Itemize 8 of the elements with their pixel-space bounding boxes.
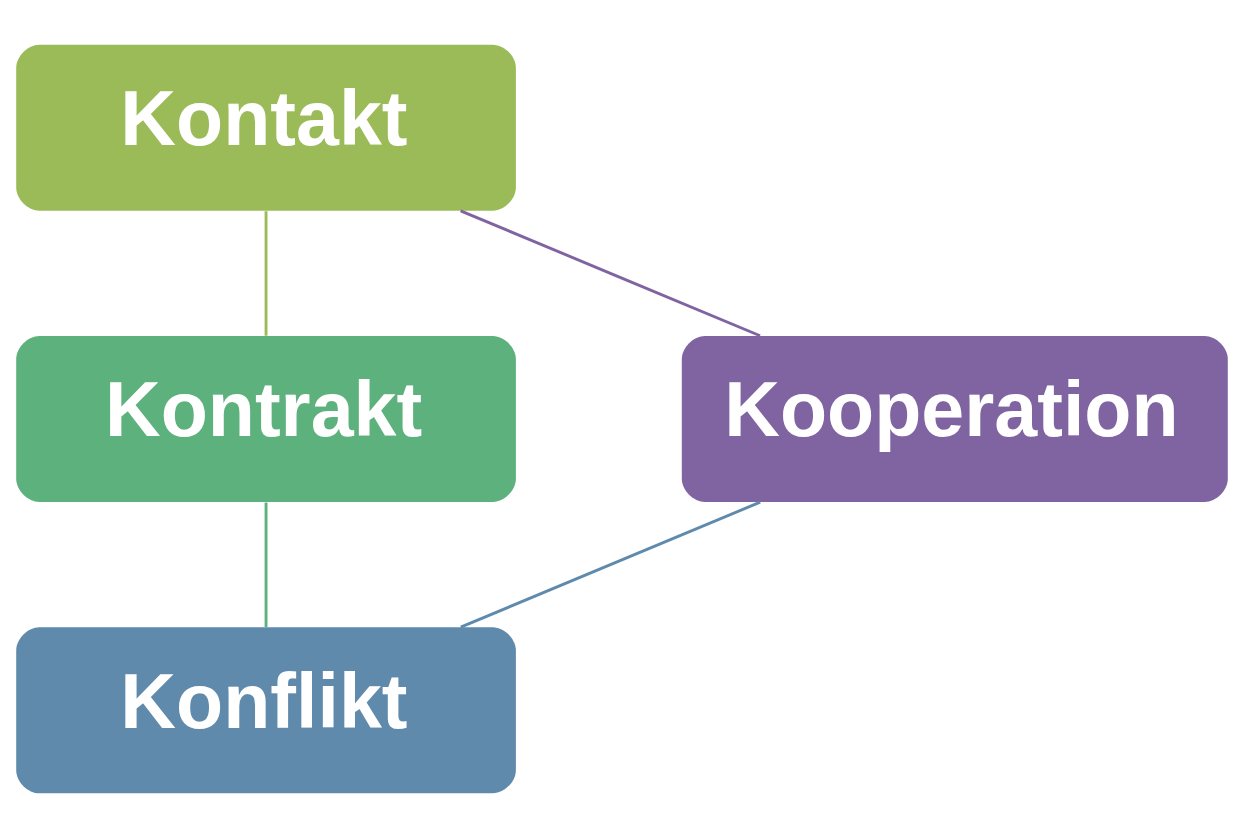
connector — [264, 211, 268, 336]
node-box: Konflikt — [16, 627, 516, 794]
connector — [264, 502, 268, 628]
node-box: Kontrakt — [16, 336, 516, 502]
connector — [460, 209, 761, 338]
node-box: Kooperation — [681, 336, 1228, 502]
connector — [460, 500, 761, 629]
node-box: Kontakt — [16, 44, 516, 211]
